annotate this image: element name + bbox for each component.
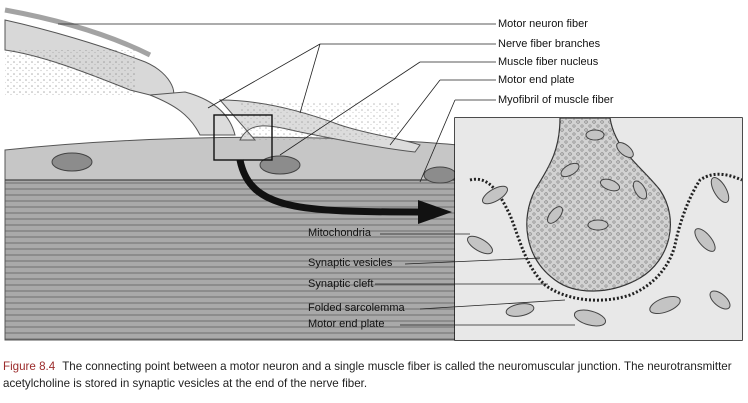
label-synaptic-vesicles: Synaptic vesicles [308, 257, 393, 269]
caption-text: The connecting point between a motor neu… [3, 360, 732, 390]
label-motor-neuron-fiber: Motor neuron fiber [498, 18, 588, 30]
label-nerve-fiber-branches: Nerve fiber branches [498, 38, 601, 50]
label-muscle-fiber-nucleus: Muscle fiber nucleus [498, 56, 599, 68]
label-synaptic-cleft: Synaptic cleft [308, 278, 374, 290]
nerve-branch-left [149, 91, 236, 136]
muscle-nucleus-2 [259, 155, 301, 175]
muscle-nucleus-3 [423, 166, 457, 184]
label-folded-sarcolemma: Folded sarcolemma [308, 302, 405, 314]
mitochondria-group [467, 129, 731, 327]
label-mitochondria: Mitochondria [308, 227, 371, 239]
figure-number: Figure 8.4 [3, 360, 56, 373]
zoom-arrowhead [418, 200, 452, 224]
muscle-nucleus-1 [51, 152, 93, 172]
figure-caption: Figure 8.4 The connecting point between … [3, 358, 745, 392]
label-motor-end-plate-inset: Motor end plate [308, 318, 385, 330]
muscle-fiber-striated [4, 179, 456, 341]
nerve-fiber-sheath [4, 7, 152, 58]
label-motor-end-plate: Motor end plate [498, 74, 575, 86]
leader-lines [58, 23, 575, 326]
folded-sarcolemma [469, 172, 742, 302]
label-myofibril: Myofibril of muscle fiber [498, 94, 614, 106]
zoom-arrow [236, 159, 421, 216]
